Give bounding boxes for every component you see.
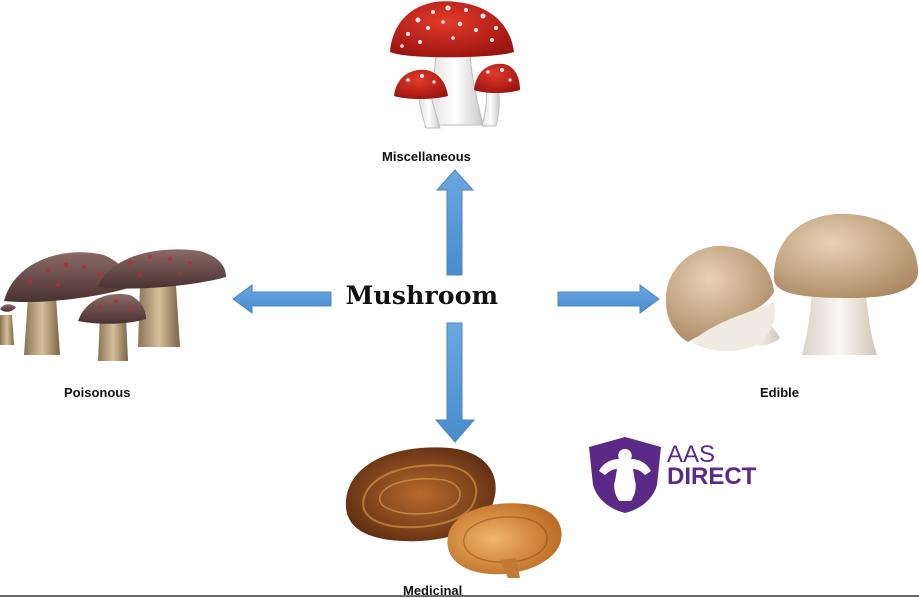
spotted-brown-mushroom-cluster-icon — [0, 249, 226, 361]
arrow-right — [557, 284, 660, 314]
white-button-mushroom-icon — [665, 213, 918, 355]
watermark-line2: DIRECT — [667, 463, 757, 490]
shield-bodybuilder-icon — [589, 437, 661, 513]
diagram-center-title: Mushroom — [345, 281, 499, 310]
arrow-left — [232, 284, 332, 314]
branch-label-medicinal: Medicinal — [403, 583, 463, 598]
fly-agaric-mushroom-icon — [390, 1, 520, 129]
arrow-down — [434, 322, 476, 443]
watermark-line1: AAS — [667, 441, 716, 468]
reishi-bracket-fungus-icon — [345, 447, 562, 578]
branch-label-poisonous: Poisonous — [64, 385, 131, 400]
branch-label-miscellaneous: Miscellaneous — [382, 149, 471, 164]
bottom-divider — [0, 595, 919, 597]
branch-label-edible: Edible — [760, 385, 800, 400]
arrow-up — [435, 169, 475, 276]
